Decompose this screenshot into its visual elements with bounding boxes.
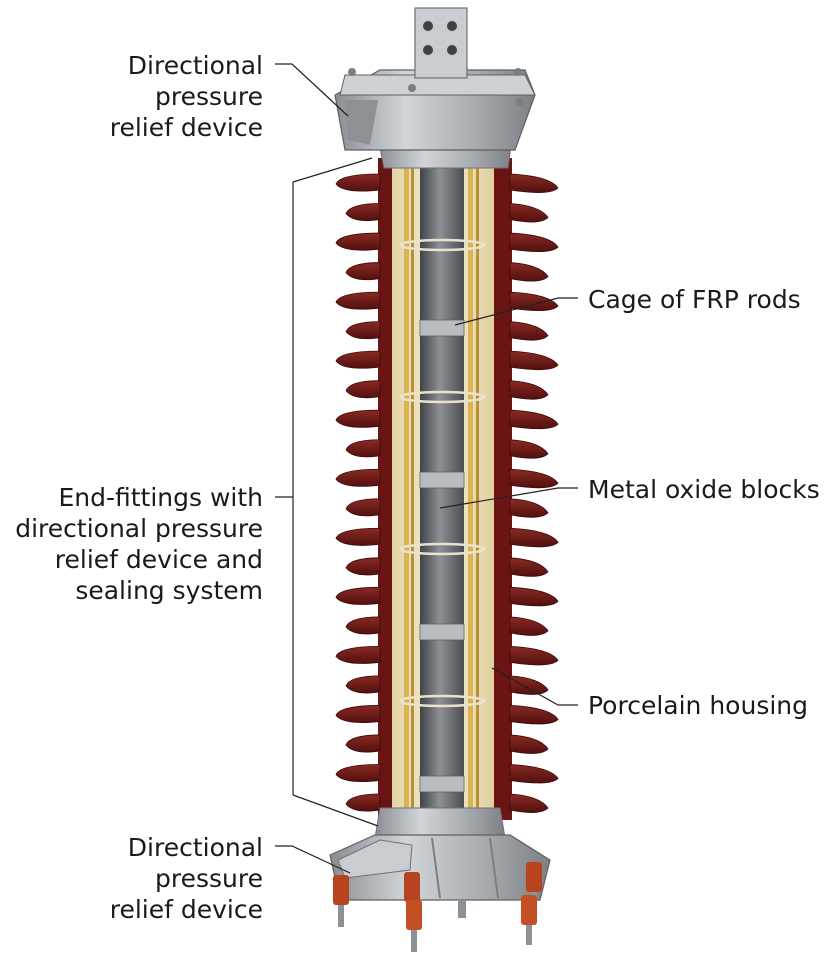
porcelain-shed <box>509 291 559 312</box>
block-spacer <box>419 471 465 489</box>
label-line: sealing system <box>75 576 263 605</box>
porcelain-shed <box>509 321 549 341</box>
label-bottom-relief-device: Directional pressure relief device <box>110 832 263 925</box>
porcelain-shed <box>509 527 559 548</box>
leader-end-fitting-top <box>292 157 373 183</box>
cage-spacer-ring <box>398 390 486 404</box>
porcelain-shed <box>509 350 559 371</box>
cage-spacer-ring <box>398 238 486 252</box>
frp-cage <box>398 166 486 860</box>
frp-rod <box>404 166 409 818</box>
insulator-foot <box>406 900 422 952</box>
porcelain-shed <box>335 350 381 369</box>
label-porcelain-housing: Porcelain housing <box>588 691 809 720</box>
porcelain-shed <box>345 321 381 340</box>
porcelain-shed <box>345 675 381 694</box>
porcelain-shed <box>335 173 381 192</box>
label-line: pressure <box>155 864 263 893</box>
porcelain-shed <box>509 616 549 636</box>
porcelain-shed <box>509 380 549 400</box>
porcelain-shed <box>509 675 549 695</box>
porcelain-shed <box>509 203 549 223</box>
porcelain-shed <box>509 409 559 430</box>
label-line: directional pressure <box>15 514 263 543</box>
label-line: pressure <box>155 82 263 111</box>
frp-rod <box>411 166 414 818</box>
porcelain-shed <box>335 291 381 310</box>
sheds-right <box>509 173 559 813</box>
cage-spacer-ring <box>398 542 486 556</box>
leader-end-fitting-bottom <box>292 794 379 827</box>
porcelain-shed <box>335 705 381 723</box>
porcelain-shed <box>335 468 381 487</box>
frp-rod <box>468 166 473 818</box>
label-top-relief-device: Directional pressure relief device <box>110 50 263 143</box>
porcelain-shed <box>345 203 381 222</box>
leader-lines <box>275 63 578 874</box>
porcelain-shed <box>509 793 549 813</box>
leader-metal <box>439 487 578 509</box>
cage-spacer-ring <box>398 694 486 708</box>
leader-bottom-relief <box>275 845 351 874</box>
label-cage-of-frp-rods: Cage of FRP rods <box>588 285 801 314</box>
porcelain-shed <box>335 645 381 664</box>
porcelain-shed <box>345 793 381 812</box>
top-end-fitting <box>334 7 536 169</box>
leader-cage <box>454 297 578 326</box>
porcelain-shed <box>509 262 549 282</box>
porcelain-shed <box>345 439 381 458</box>
frp-rod <box>476 166 479 818</box>
label-line: Directional <box>127 833 263 862</box>
porcelain-shed <box>335 409 381 428</box>
label-line: relief device <box>109 113 263 142</box>
block-joints <box>419 319 465 793</box>
bottom-end-fitting <box>329 807 551 952</box>
porcelain-shed <box>345 380 381 399</box>
porcelain-shed <box>345 616 381 635</box>
porcelain-shed <box>335 764 381 783</box>
block-spacer <box>419 775 465 793</box>
terminal-plate <box>414 7 468 79</box>
porcelain-shed <box>509 498 549 518</box>
insulator-foot <box>333 875 349 927</box>
label-line: relief device <box>109 895 263 924</box>
sheds-left <box>335 173 381 812</box>
porcelain-shed <box>509 764 559 784</box>
porcelain-shed <box>509 734 549 754</box>
porcelain-shed <box>335 586 381 605</box>
porcelain-shed <box>509 645 559 666</box>
porcelain-shed <box>509 468 559 489</box>
porcelain-shed <box>509 232 559 252</box>
insulator-foot <box>521 895 537 945</box>
porcelain-shed <box>509 557 549 577</box>
label-end-fittings: End-fittings with directional pressure r… <box>15 482 263 606</box>
block-spacer <box>419 319 465 337</box>
metal-oxide-column <box>420 168 464 818</box>
block-spacer <box>419 623 465 641</box>
leader-porcelain <box>491 667 578 706</box>
label-line: Directional <box>127 51 263 80</box>
porcelain-shed <box>345 734 381 753</box>
porcelain-shed <box>335 527 381 546</box>
porcelain-shed <box>335 232 381 251</box>
label-line: End-fittings with <box>58 483 263 512</box>
porcelain-shed <box>345 262 381 281</box>
porcelain-shed <box>509 586 559 607</box>
porcelain-shed <box>509 173 559 193</box>
porcelain-shed <box>509 705 559 725</box>
porcelain-shed <box>345 498 381 517</box>
porcelain-shed <box>345 557 381 576</box>
label-line: relief device and <box>54 545 263 574</box>
label-metal-oxide-blocks: Metal oxide blocks <box>588 475 820 504</box>
porcelain-shed <box>509 439 549 459</box>
leader-top-relief <box>275 63 349 117</box>
